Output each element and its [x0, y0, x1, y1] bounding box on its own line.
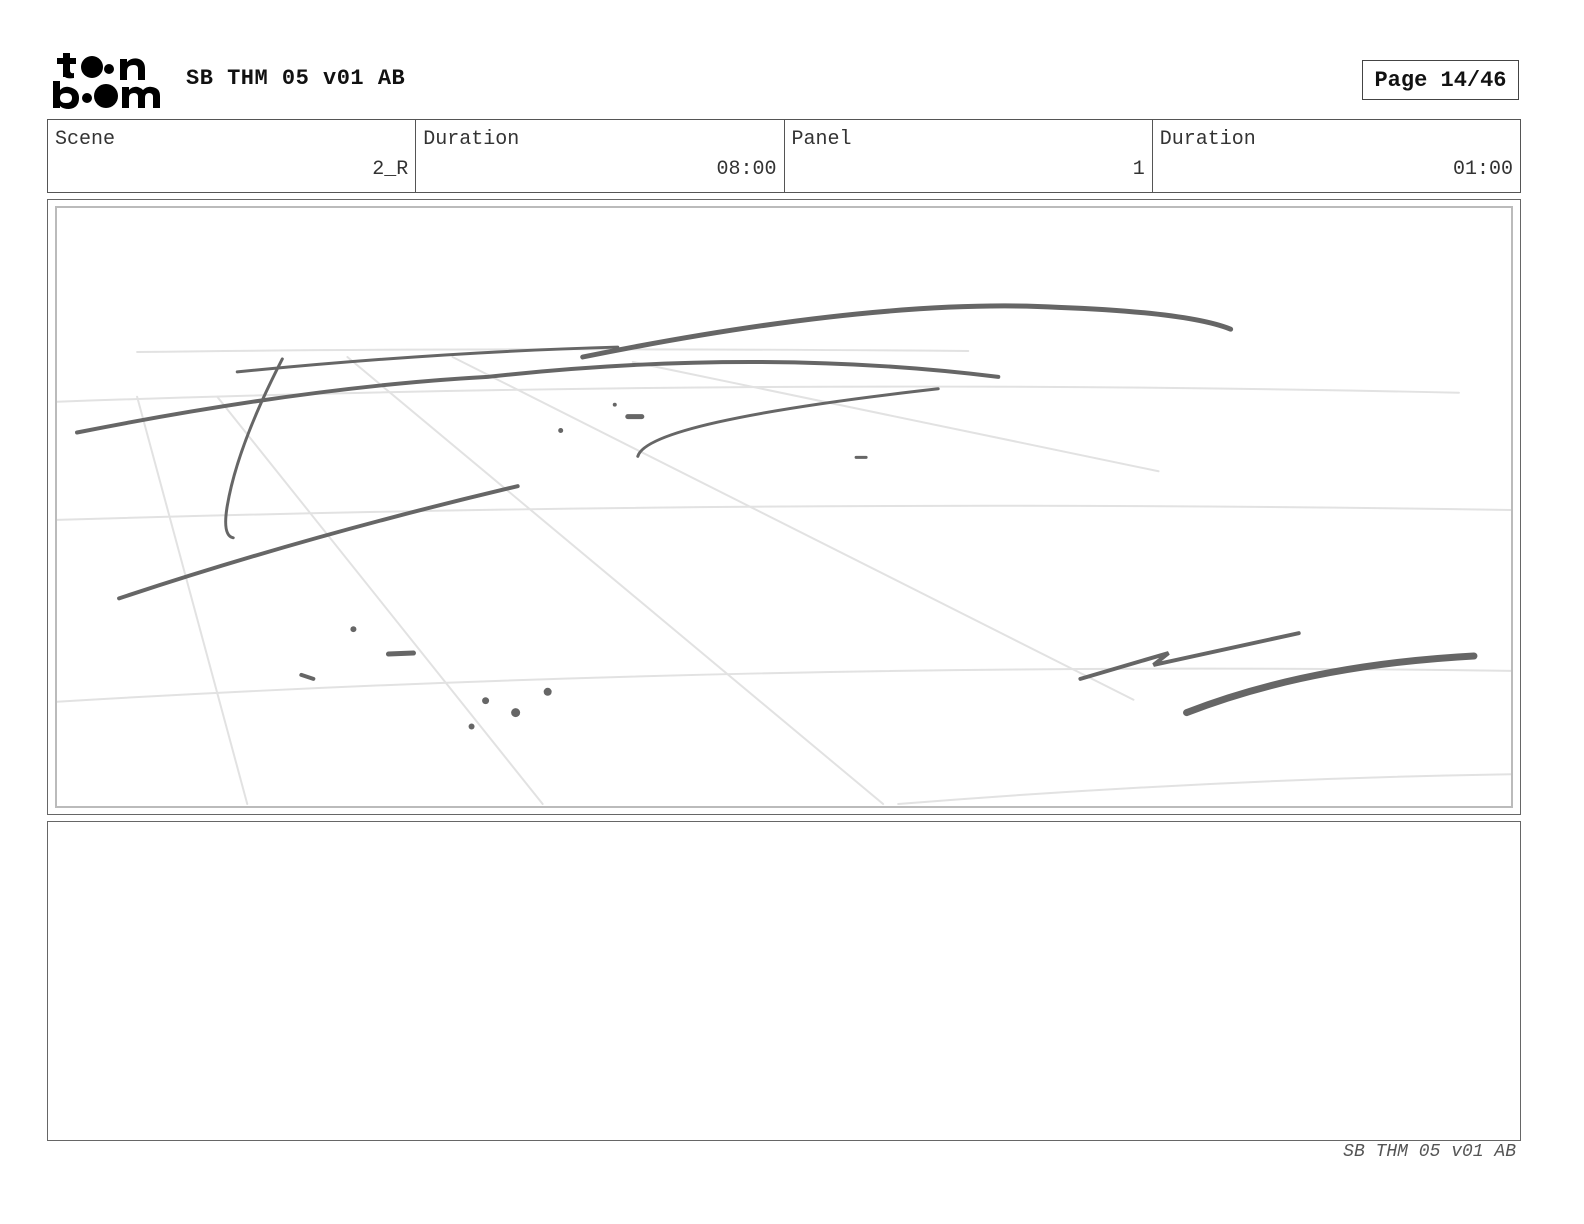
scene-duration-label: Duration [423, 128, 520, 151]
storyboard-panel-frame [47, 199, 1521, 815]
scene-duration-value: 08:00 [716, 158, 777, 181]
panel-notes-area [47, 821, 1521, 1141]
scene-duration-cell: Duration 08:00 [416, 120, 785, 192]
panel-duration-cell: Duration 01:00 [1153, 120, 1520, 192]
panel-cell: Panel 1 [785, 120, 1153, 192]
scene-cell: Scene 2_R [48, 120, 417, 192]
sketch-drawing-icon [57, 303, 1511, 806]
panel-value: 1 [1132, 158, 1145, 181]
scene-info-table: Scene 2_R Duration 08:00 Panel 1 Duratio… [47, 119, 1521, 193]
page-indicator: Page 14/46 [1362, 60, 1519, 100]
toon-boom-logo [52, 50, 164, 112]
document-title: SB THM 05 v01 AB [186, 66, 406, 91]
scene-label: Scene [55, 128, 116, 151]
scene-value: 2_R [372, 158, 409, 181]
panel-duration-label: Duration [1159, 128, 1256, 151]
panel-duration-value: 01:00 [1452, 158, 1513, 181]
panel-label: Panel [791, 128, 852, 151]
storyboard-panel-image [55, 206, 1513, 808]
footer-title: SB THM 05 v01 AB [1343, 1142, 1516, 1162]
